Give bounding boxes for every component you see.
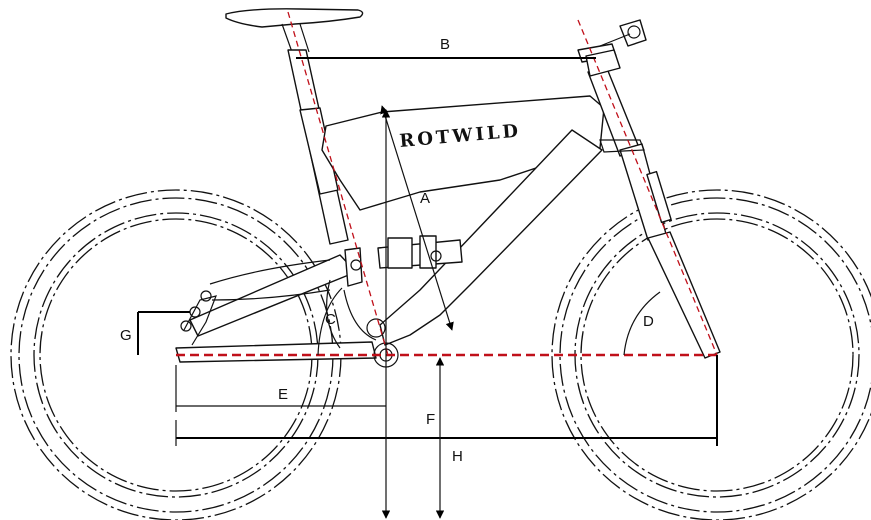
saddle [225, 8, 364, 53]
label-a: A [420, 190, 430, 207]
fork [587, 65, 721, 359]
angle-arc-c [317, 287, 343, 356]
label-g: G [120, 327, 132, 344]
frame [175, 49, 605, 363]
dimension-h [175, 355, 718, 446]
angle-arc-d [623, 291, 661, 356]
label-c: C [325, 311, 336, 328]
label-f: F [426, 411, 435, 428]
label-h: H [452, 448, 463, 465]
dimension-g [137, 311, 190, 355]
label-b: B [440, 36, 450, 53]
steering-axis-centerline [577, 19, 718, 356]
dimension-a [380, 105, 454, 331]
stem-and-handlebar [577, 19, 647, 77]
label-e: E [278, 386, 288, 403]
dimension-e [175, 365, 386, 412]
label-d: D [643, 313, 654, 330]
